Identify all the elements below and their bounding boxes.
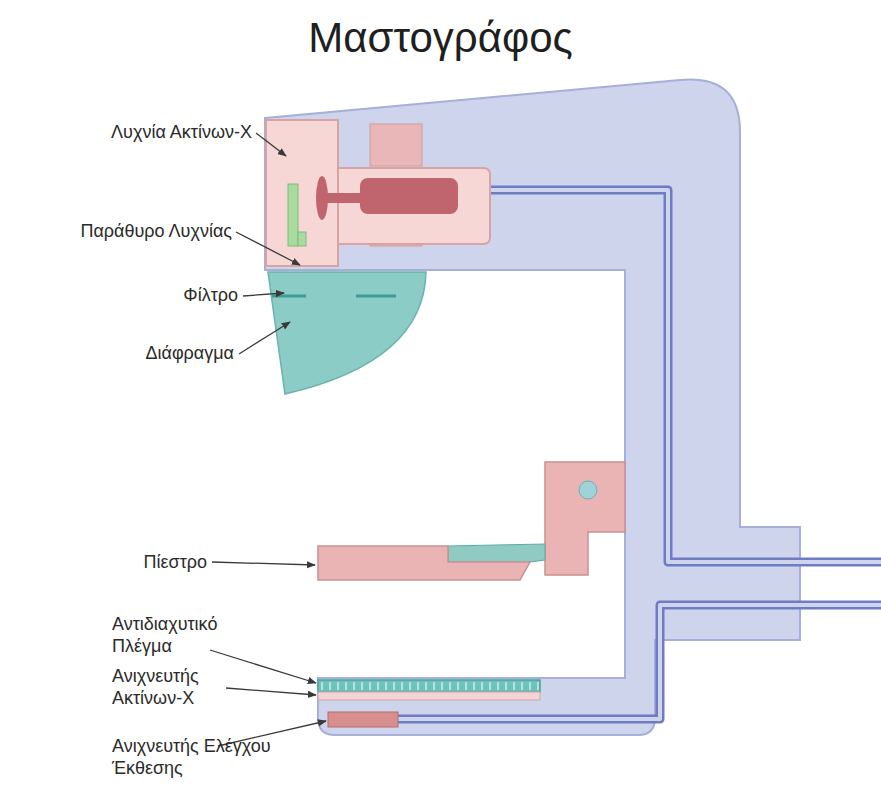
- part-label: Λυχνία Ακτίνων-Χ: [111, 121, 252, 143]
- diagram-title: Μαστογράφος: [0, 14, 881, 62]
- compression-paddle: [318, 462, 625, 580]
- cables: [398, 190, 881, 719]
- xray-tube: [266, 120, 490, 266]
- part-label: Αντιδιαχυτικό Πλέγμα: [112, 613, 247, 657]
- gantry-housing: [265, 79, 800, 735]
- part-label: Ανιχνευτής Ακτίνων-Χ: [112, 665, 222, 709]
- exposure-control-detector: [328, 712, 398, 727]
- part-label: Ανιχνευτής Ελέγχου Έκθεσης: [112, 735, 272, 779]
- part-label: Πίεστρο: [144, 551, 208, 573]
- diaphragm: [268, 272, 426, 394]
- xray-detector: [318, 692, 540, 700]
- anti-scatter-grid: [318, 680, 540, 692]
- part-label: Φίλτρο: [183, 284, 238, 306]
- part-label: Διάφραγμα: [145, 342, 234, 364]
- filter: [272, 295, 396, 298]
- part-label: Παράθυρο Λυχνίας: [80, 220, 232, 242]
